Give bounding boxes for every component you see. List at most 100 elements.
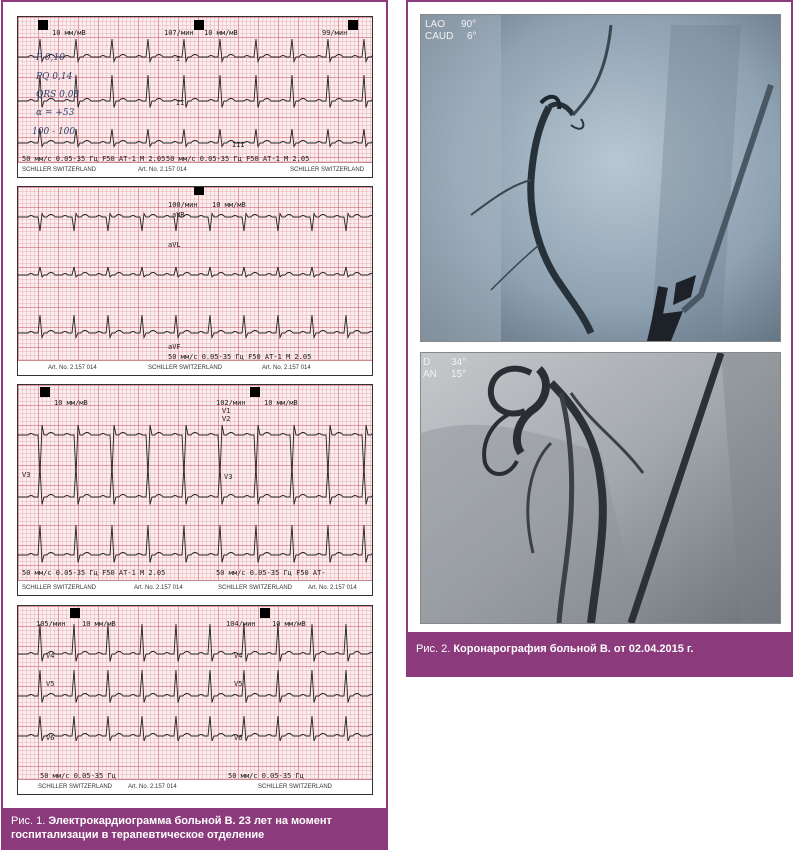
speed-label: 50 мм/с 0.05-35 Гц F50 AT- (216, 569, 326, 577)
ecg-lead-trace (18, 266, 372, 278)
calibration-marker (38, 20, 48, 30)
footer-article: Art. No. 2.157 014 (134, 585, 183, 591)
ecg-strip-chest-leads-v1-v3: 10 мм/мВ 102/мин 10 мм/мВ V1 V2 V3 V3 50… (17, 384, 373, 596)
angulation-label: AN (423, 369, 437, 380)
caption-text: Электрокардиограмма больной В. 23 лет на… (11, 815, 332, 841)
calibration-marker (348, 20, 358, 30)
lead-label-I: I (176, 55, 181, 63)
lead-label-V5: V5 (46, 680, 55, 688)
footer-brand: SCHILLER SWITZERLAND (38, 784, 113, 790)
angulation-value: 6° (467, 31, 477, 42)
speed-label: 50 мм/с 0.05-35 Гц F50 AT-1 М 2.05 (166, 155, 310, 163)
lead-label-aVL: aVL (168, 241, 181, 249)
ecg-lead-trace (18, 466, 372, 505)
figure1-panel: 10 мм/мВ 107/мин 10 мм/мВ 99/мин I II II… (1, 0, 388, 850)
handwritten-note: Р 0,10 (36, 53, 65, 63)
speed-label: 50 мм/с 0.05-35 Гц (228, 772, 304, 780)
angiogram-lao-view: LAO 90° CAUD 6° (420, 14, 781, 342)
ecg-lead-trace (18, 424, 372, 476)
lead-label-V3: V3 (22, 471, 31, 479)
figure2-caption: Рис. 2. Коронарография больной В. от 02.… (408, 632, 791, 675)
lead-label-V6: V6 (46, 734, 55, 742)
ecg-strip-limb-leads: 10 мм/мВ 107/мин 10 мм/мВ 99/мин I II II… (17, 16, 373, 178)
gain-label: 10 мм/мВ (264, 399, 298, 407)
ecg-lead-trace (18, 524, 372, 563)
ecg-lead-trace (18, 38, 372, 64)
gain-label: 10 мм/мВ (272, 620, 306, 628)
footer-brand: SCHILLER SWITZERLAND (258, 784, 333, 790)
handwritten-note: РQ 0,14 (36, 72, 73, 82)
angiogram-second-view: D 34° AN 15° (420, 352, 781, 624)
ecg-trace-svg (18, 424, 372, 563)
footer-brand: SCHILLER SWITZERLAND (22, 585, 97, 591)
rate-label: 100/мин (168, 201, 198, 209)
projection-value: 90° (461, 19, 477, 30)
handwritten-note: 100 - 100 (32, 127, 76, 137)
caption-prefix: Рис. 1. (11, 815, 46, 827)
paper-footer: SCHILLER SWITZERLAND Art. No. 2.157 014 … (18, 162, 372, 177)
calibration-marker (194, 187, 204, 195)
gain-label: 10 мм/мВ (52, 29, 86, 37)
gain-label: 10 мм/мВ (204, 29, 238, 37)
gain-label: 10 мм/мВ (54, 399, 88, 407)
ecg-lead-trace (18, 128, 372, 148)
caption-text: Коронарография больной В. от 02.04.2015 … (453, 643, 694, 655)
figure1-caption: Рис. 1. Электрокардиограмма больной В. 2… (3, 808, 386, 848)
footer-brand: SCHILLER SWITZERLAND (218, 585, 293, 591)
calibration-marker (250, 387, 260, 397)
lead-label-V3: V3 (224, 473, 233, 481)
gain-label: 10 мм/мВ (82, 620, 116, 628)
angulation-value: 15° (451, 369, 467, 380)
ecg-lead-trace (18, 669, 372, 703)
rate-label: 104/мин (226, 620, 256, 628)
speed-label: 50 мм/с 0.05-35 Гц F50 AT-1 М 2.05 (22, 155, 166, 163)
footer-article: Art. No. 2.157 014 (128, 784, 177, 790)
figure2-panel: LAO 90° CAUD 6° D (406, 0, 793, 677)
ecg-trace-svg (18, 623, 372, 742)
ecg-strip-chest-leads-v4-v6: 105/мин 10 мм/мВ 104/мин 10 мм/мВ V4 V4 … (17, 605, 373, 795)
projection-label: LAO (425, 19, 446, 30)
ecg-trace-svg (18, 38, 372, 148)
ecg-lead-trace (18, 314, 372, 340)
calibration-marker (260, 608, 270, 618)
angiogram-image (421, 15, 780, 341)
rate-label: 99/мин (322, 29, 348, 37)
projection-label: D (423, 357, 431, 368)
lead-label-V4: V4 (234, 652, 243, 660)
lead-label-V2: V2 (222, 415, 231, 423)
ecg-lead-trace (18, 623, 372, 662)
caption-prefix: Рис. 2. (416, 643, 451, 655)
lead-label-III: III (232, 141, 245, 149)
footer-brand: SCHILLER SWITZERLAND (290, 167, 365, 173)
footer-article: Art. No. 2.157 014 (262, 365, 311, 371)
rate-label: 105/мин (36, 620, 66, 628)
footer-brand: SCHILLER SWITZERLAND (22, 167, 97, 173)
ecg-lead-trace (18, 212, 372, 232)
lead-label-V1: V1 (222, 407, 231, 415)
footer-article: Art. No. 2.157 014 (48, 365, 97, 371)
lead-label-V4: V4 (46, 652, 55, 660)
handwritten-note: α = +53 (36, 108, 75, 118)
calibration-marker (194, 20, 204, 30)
calibration-marker (70, 608, 80, 618)
lead-label-V6: V6 (234, 734, 243, 742)
paper-footer: Art. No. 2.157 014 SCHILLER SWITZERLAND … (18, 360, 372, 375)
projection-value: 34° (451, 357, 467, 368)
paper-footer: SCHILLER SWITZERLAND Art. No. 2.157 014 … (18, 779, 372, 794)
footer-article: Art. No. 2.157 014 (138, 167, 187, 173)
rate-label: 102/мин (216, 399, 246, 407)
lead-label-II: II (176, 99, 185, 107)
calibration-marker (40, 387, 50, 397)
lead-label-V5: V5 (234, 680, 243, 688)
rate-label: 107/мин (164, 29, 194, 37)
ecg-strip-augmented-leads: 100/мин 10 мм/мВ aVR aVL aVF 50 мм/с 0.0… (17, 186, 373, 376)
angulation-label: CAUD (425, 31, 454, 42)
speed-label: 50 мм/с 0.05-35 Гц F50 AT-1 М 2.05 (168, 353, 312, 361)
handwritten-note: QRS 0,08 (36, 90, 80, 100)
gain-label: 10 мм/мВ (212, 201, 246, 209)
lead-label-aVF: aVF (168, 343, 181, 351)
ecg-trace-svg (18, 212, 372, 340)
footer-article: Art. No. 2.157 014 (308, 585, 357, 591)
ecg-lead-trace (18, 715, 372, 742)
paper-footer: SCHILLER SWITZERLAND Art. No. 2.157 014 … (18, 580, 372, 595)
